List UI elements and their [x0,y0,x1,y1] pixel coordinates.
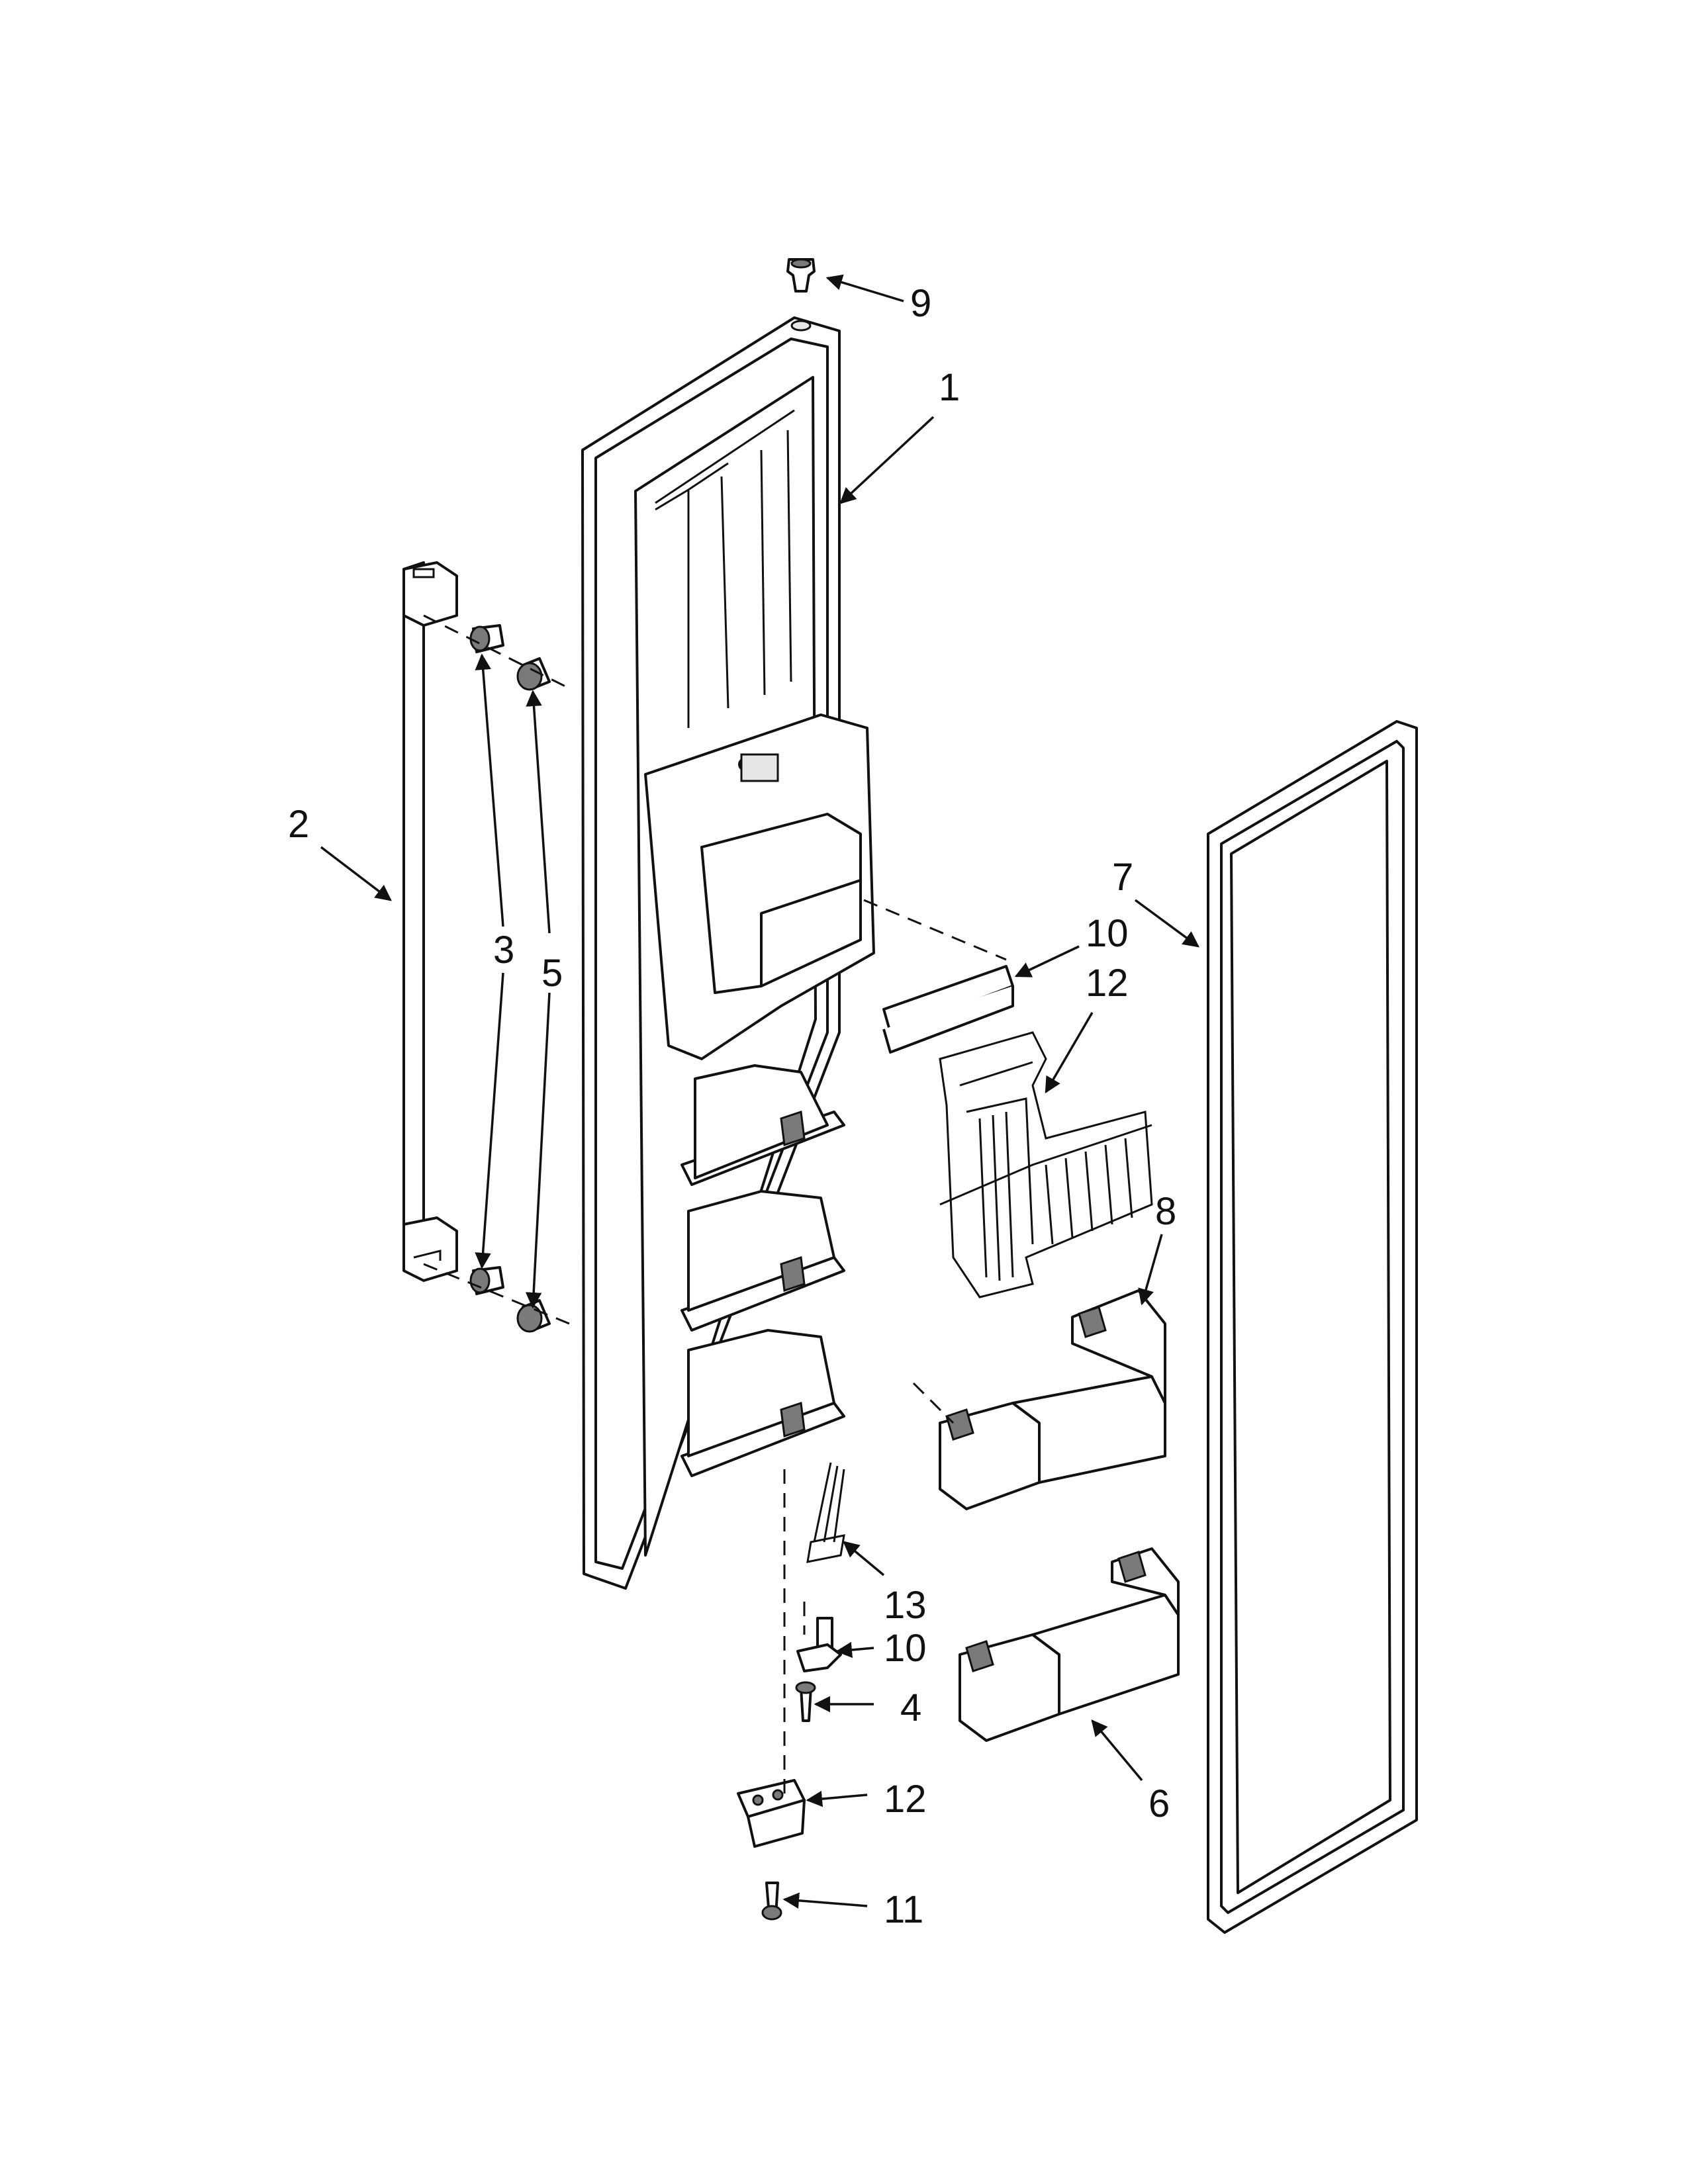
part-2-door-handle [402,561,458,1282]
part-3-handle-screw-lower [469,1266,504,1295]
part-9-door-plug [786,258,816,293]
part-7-door-gasket [1207,720,1418,1934]
assembly-lines [423,614,1007,1800]
part-12-wire-basket [939,1031,1153,1298]
callout-labels: 9 1 2 3 5 7 10 12 8 13 10 4 6 12 11 [288,282,1176,1931]
callout-5: 5 [541,952,563,995]
part-5-spacer-upper [516,657,551,691]
callout-12-upper: 12 [1086,962,1129,1005]
callout-11: 11 [884,1888,923,1931]
part-11-screw [761,1882,782,1921]
callout-10-upper: 10 [1086,912,1129,955]
callout-7: 7 [1112,856,1133,899]
callout-10-lower: 10 [884,1627,927,1670]
callout-13: 13 [884,1584,927,1627]
callout-2: 2 [288,803,309,846]
callout-12-lower: 12 [884,1778,927,1821]
part-10-trim-strip [882,965,1014,1054]
part-12-hinge-bracket [737,1779,806,1848]
part-3-handle-screw-upper [469,624,504,653]
part-10-hinge-pin [796,1617,842,1672]
callout-8: 8 [1155,1190,1176,1233]
leader-lines [320,274,1199,1909]
part-6-door-bin-lower [959,1547,1180,1742]
callout-4: 4 [900,1686,921,1729]
part-4-screw [795,1681,816,1722]
part-8-door-bin [939,1289,1166,1510]
callout-6: 6 [1149,1782,1170,1825]
callout-3: 3 [493,929,514,972]
callout-1: 1 [939,366,960,409]
callout-9: 9 [910,282,931,325]
part-1-door-assembly [581,316,875,1590]
